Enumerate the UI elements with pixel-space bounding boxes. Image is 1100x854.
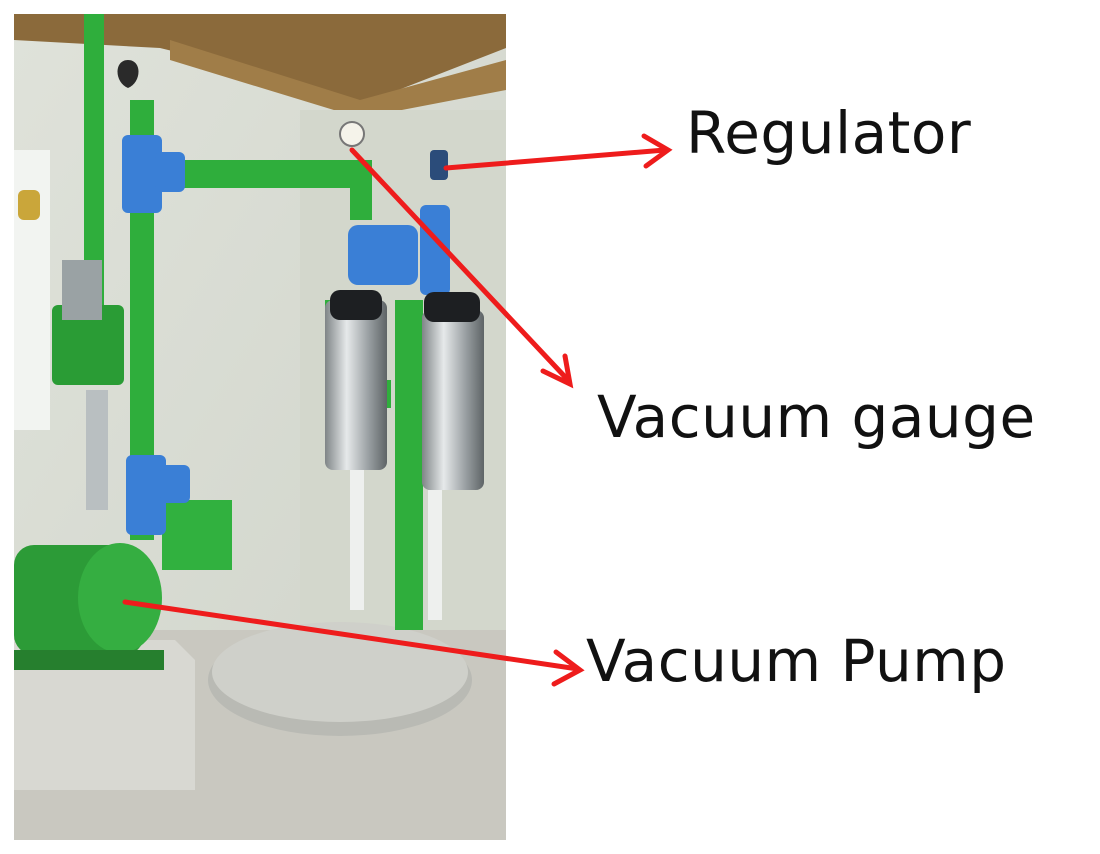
regulator-device	[339, 121, 448, 180]
arrow-vacuum-gauge	[349, 147, 571, 383]
label-vacuum-gauge: Vacuum gauge	[597, 383, 1036, 451]
arrow-regulator	[443, 147, 668, 171]
vacuum-pump-device	[14, 260, 164, 670]
blue-fittings	[122, 135, 450, 535]
steel-vessels	[325, 290, 484, 620]
annotation-arrows	[122, 133, 673, 687]
label-regulator: Regulator	[686, 99, 972, 167]
label-vacuum-pump: Vacuum Pump	[586, 627, 1007, 695]
arrow-vacuum-pump	[122, 599, 581, 672]
